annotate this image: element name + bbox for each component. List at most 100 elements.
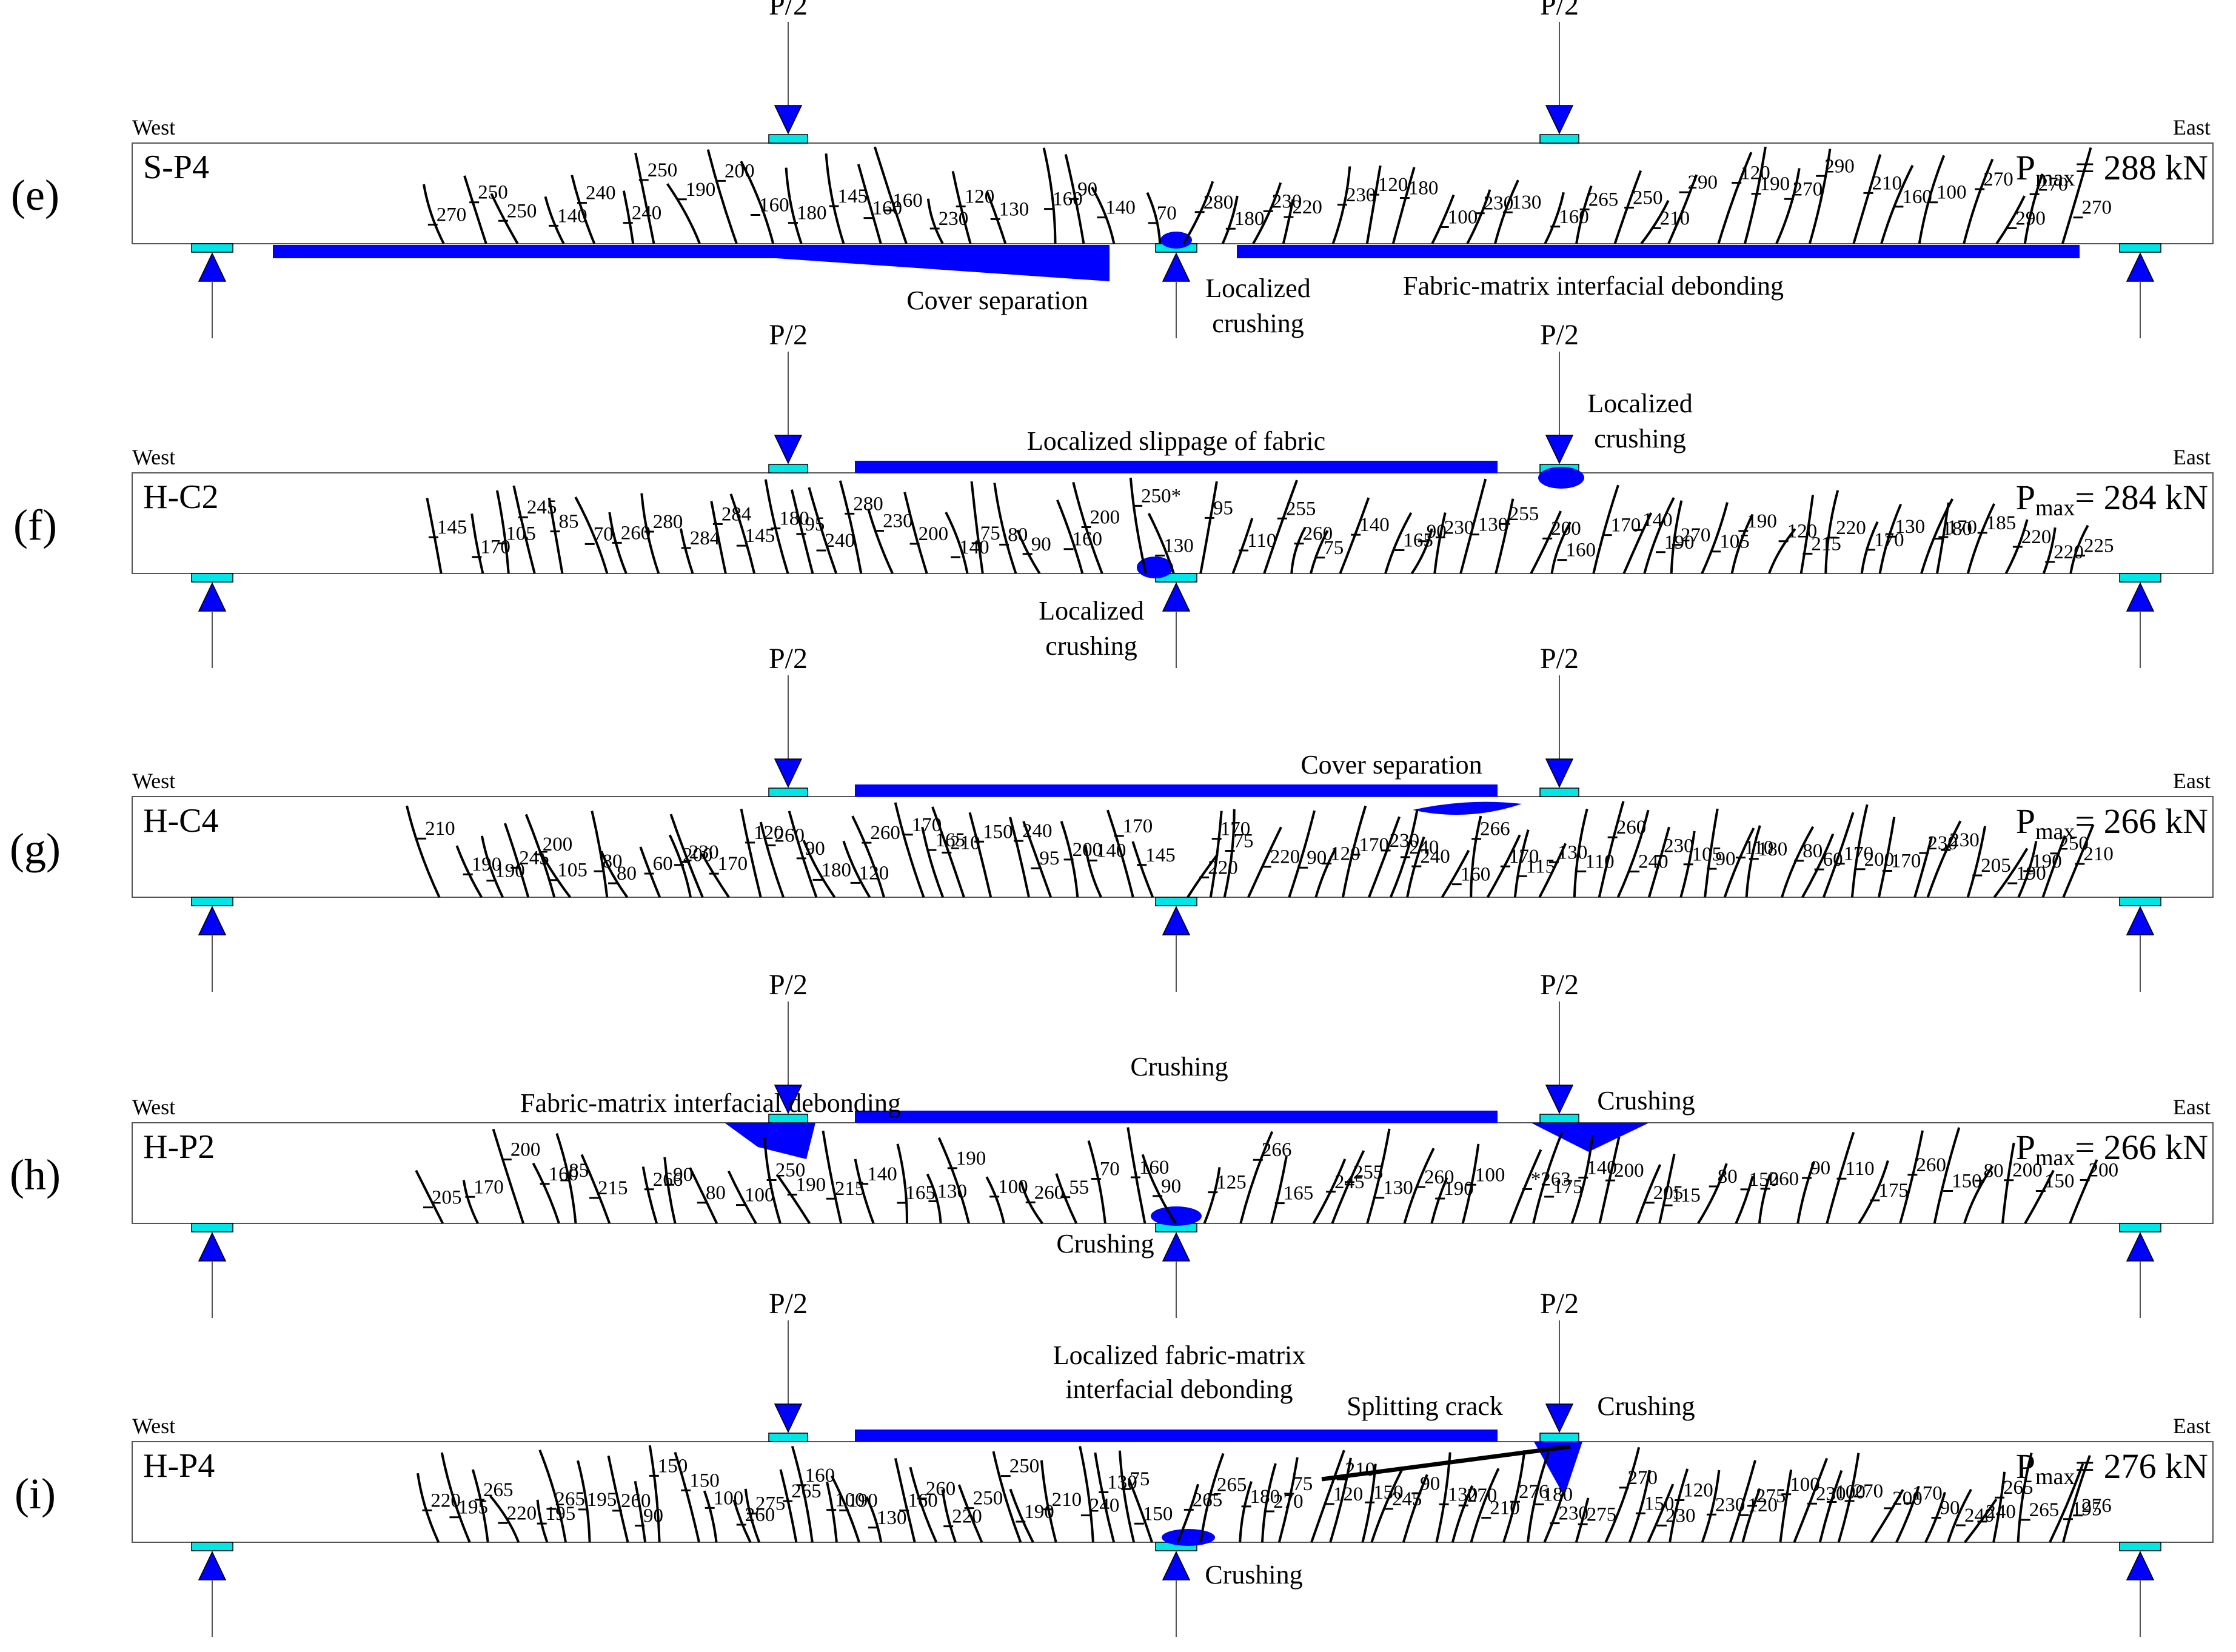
crack-line bbox=[674, 1451, 700, 1543]
crack-line bbox=[489, 1495, 520, 1543]
crack-line bbox=[1697, 1163, 1728, 1225]
crack-line bbox=[580, 1154, 611, 1224]
crack-line bbox=[993, 483, 1017, 574]
crack-load-label: 215 bbox=[598, 1177, 628, 1199]
crack-load-label: 145 bbox=[745, 525, 775, 547]
crack-load-label: 260 bbox=[1303, 523, 1333, 545]
crack-line bbox=[2042, 527, 2057, 574]
crack-load-label: 140 bbox=[959, 537, 989, 558]
failure-annotation: crushing bbox=[1212, 309, 1304, 338]
crack-line bbox=[1667, 174, 1698, 244]
support-plate bbox=[1155, 897, 1197, 906]
crack-load-label: 225 bbox=[2084, 535, 2114, 557]
crack-load-label: 270 bbox=[1628, 1467, 1658, 1489]
crack-line bbox=[1231, 518, 1254, 574]
support-arrow-icon bbox=[2126, 1232, 2155, 1262]
crack-load-label: 240 bbox=[825, 530, 855, 552]
crack-line bbox=[1647, 826, 1670, 898]
crack-load-label: 100 bbox=[1936, 182, 1967, 204]
crushing-zone bbox=[1160, 232, 1192, 249]
crack-line bbox=[903, 492, 928, 574]
crack-line bbox=[1658, 1154, 1676, 1224]
crack-load-label: 110 bbox=[1744, 837, 1773, 859]
crack-load-label: 150 bbox=[689, 1470, 720, 1491]
failure-annotation: Localized bbox=[1205, 273, 1310, 303]
crack-load-label: 275 bbox=[1756, 1485, 1786, 1507]
crack-load-label: 230 bbox=[883, 510, 913, 532]
crack-load-label: 160 bbox=[759, 195, 789, 216]
crack-line bbox=[1993, 848, 2029, 898]
crack-line bbox=[1530, 510, 1562, 574]
crack-line bbox=[539, 851, 571, 898]
crack-line bbox=[896, 1143, 908, 1224]
crack-load-label: 210 bbox=[2083, 843, 2114, 865]
crack-load-label: 230 bbox=[689, 841, 719, 863]
crack-line bbox=[2041, 835, 2066, 898]
crack-load-label: 190 bbox=[1664, 532, 1695, 553]
crack-load-label: 220 bbox=[1292, 196, 1322, 218]
crack-load-label: 140 bbox=[1105, 197, 1136, 219]
crack-load-label: 270 bbox=[2038, 173, 2069, 195]
crack-line bbox=[2023, 173, 2044, 244]
pmax-label: Pmax= 284 kN bbox=[2016, 478, 2208, 521]
crack-load-label: 280 bbox=[653, 511, 683, 533]
load-plate bbox=[768, 788, 808, 797]
load-label: P/2 bbox=[769, 1288, 808, 1320]
support-arrow-icon bbox=[2126, 252, 2155, 282]
crack-load-label: 276 bbox=[1519, 1481, 1549, 1503]
crack-line bbox=[1384, 512, 1413, 574]
cover-separation-zone bbox=[1413, 801, 1522, 815]
crack-load-label: 250 bbox=[1633, 187, 1663, 209]
crack-load-label: 185 bbox=[1986, 512, 2017, 534]
crack-line bbox=[1575, 185, 1593, 244]
load-plate bbox=[1539, 788, 1579, 797]
crack-line bbox=[406, 805, 441, 898]
crack-line bbox=[857, 164, 882, 244]
crack-load-label: 140 bbox=[1642, 509, 1673, 531]
crack-line bbox=[822, 1130, 843, 1224]
crack-line bbox=[1141, 1154, 1177, 1225]
crack-load-label: 60 bbox=[653, 853, 673, 875]
crack-load-label: 250 bbox=[648, 159, 678, 181]
failure-annotation: Fabric-matrix interfacial debonding bbox=[520, 1088, 901, 1118]
crack-line bbox=[791, 1445, 814, 1543]
crack-line bbox=[1963, 158, 1994, 244]
crack-load-label: 160 bbox=[805, 1465, 835, 1486]
crack-load-label: 160 bbox=[1566, 540, 1596, 561]
crack-line bbox=[1808, 149, 1832, 244]
crack-line bbox=[1016, 529, 1041, 575]
crack-line bbox=[1669, 1468, 1689, 1543]
crack-line bbox=[536, 1499, 549, 1543]
crack-load-label: 75 bbox=[1324, 537, 1344, 559]
load-label: P/2 bbox=[1540, 969, 1579, 1001]
load-label: P/2 bbox=[769, 643, 808, 675]
pmax-label: Pmax= 288 kN bbox=[2016, 148, 2208, 191]
crack-line bbox=[1221, 195, 1239, 244]
crack-line bbox=[1502, 1450, 1526, 1543]
cover-separation-wedge bbox=[776, 245, 1110, 281]
crack-load-label: 190 bbox=[1760, 173, 1790, 195]
crack-line bbox=[1368, 816, 1401, 898]
load-arrow-icon bbox=[1545, 1403, 1574, 1433]
crack-line bbox=[641, 1166, 658, 1224]
crack-load-label: 90 bbox=[643, 1505, 663, 1527]
crack-load-label: 170 bbox=[1891, 851, 1921, 872]
crack-line bbox=[1701, 502, 1729, 574]
crack-line bbox=[634, 1480, 647, 1543]
crack-load-label: 210 bbox=[1660, 207, 1690, 229]
support-plate bbox=[191, 1542, 233, 1551]
crack-load-label: 240 bbox=[586, 182, 616, 204]
frcm-strip bbox=[855, 1111, 1498, 1123]
crack-line bbox=[1127, 1477, 1153, 1543]
support-arrow-icon bbox=[1162, 252, 1191, 282]
crack-line bbox=[574, 496, 609, 574]
crack-load-label: 200 bbox=[2089, 1160, 2119, 1182]
crack-load-label: 260 bbox=[775, 824, 805, 846]
crack-load-label: 260 bbox=[926, 1478, 956, 1500]
load-label: P/2 bbox=[769, 969, 808, 1001]
crack-load-label: 270 bbox=[1793, 178, 1823, 200]
